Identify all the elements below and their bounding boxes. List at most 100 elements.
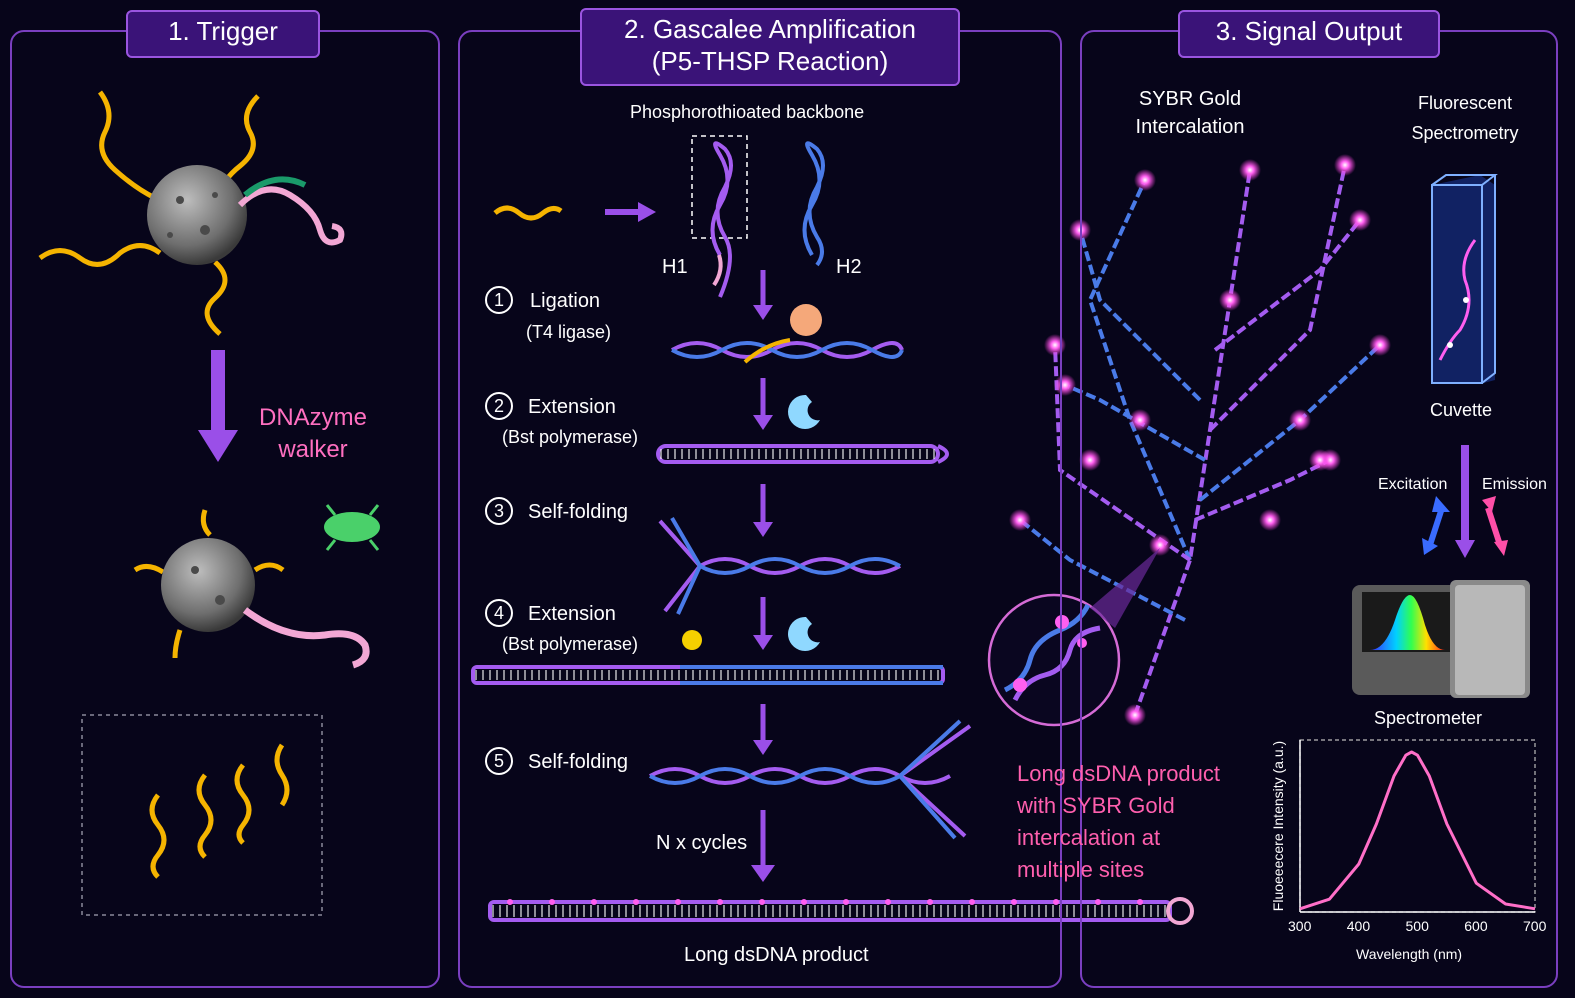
hairpin-h1 <box>710 141 733 298</box>
magnetic-bead-with-strands <box>38 90 345 336</box>
spectrometer-icon <box>1352 580 1530 698</box>
step-1-enzyme: (T4 ligase) <box>526 322 612 342</box>
panel-trigger <box>10 30 440 988</box>
x-tick-label: 400 <box>1346 918 1371 934</box>
sybr-glow-dot <box>1124 704 1146 726</box>
phosphorothioate-box <box>691 135 748 239</box>
dna-branch <box>1018 518 1186 622</box>
fluor-line1: Fluorescent <box>1417 93 1513 113</box>
step-1-name: Ligation <box>530 290 601 312</box>
product-glow-dot <box>927 899 933 905</box>
hairpin-h2 <box>802 141 825 267</box>
product-glow-dot <box>549 899 555 905</box>
enzyme-icon <box>324 504 380 551</box>
sybr-glow-dot <box>1309 449 1331 471</box>
sybr-line2: Intercalation <box>1135 116 1245 138</box>
product-glow-dot <box>717 899 723 905</box>
sybr-glow-dot <box>1259 509 1281 531</box>
dna-branch <box>1208 164 1347 432</box>
dna-duplex-step1 <box>671 338 904 364</box>
x-tick-label: 500 <box>1405 918 1429 934</box>
trigger-strand <box>493 205 563 221</box>
cycles-label: N x cycles <box>656 832 748 854</box>
fluorescent-spectrometry-label: Fluorescent Spectrometry <box>1400 88 1530 148</box>
sybr-glow-dot <box>1369 334 1391 356</box>
product-note-line-3: intercalation at <box>1017 825 1161 850</box>
excitation-label: Excitation <box>1378 476 1448 493</box>
sybr-glow-dot <box>1219 289 1241 311</box>
sybr-glow-dot <box>1054 374 1076 396</box>
dna-duplex-step3 <box>658 516 901 615</box>
dna-duplex-step4 <box>471 665 945 685</box>
product-glow-dot <box>969 899 975 905</box>
walker-bead <box>133 509 370 669</box>
dna-branch <box>1064 383 1206 462</box>
step-5-number: 5 <box>485 747 513 775</box>
fluor-line2: Spectrometry <box>1411 123 1519 143</box>
sybr-glow-dot <box>1334 154 1356 176</box>
product-note-line-2: with SYBR Gold <box>1017 793 1175 818</box>
chart-y-label: Fluoeeecere Intensity (a.u.) <box>1270 740 1286 912</box>
product-glow-dot <box>801 899 807 905</box>
hairpin-h1-label: H1 <box>662 256 688 278</box>
sybr-glow-dot <box>1079 449 1101 471</box>
sybr-glow-dot <box>1289 409 1311 431</box>
released-strands <box>149 743 290 879</box>
dna-duplex-step5 <box>649 719 972 840</box>
cuvette-icon <box>1431 174 1498 384</box>
step-2-enzyme: (Bst polymerase) <box>502 427 639 447</box>
product-glow-dot <box>885 899 891 905</box>
product-glow-dot <box>1095 899 1101 905</box>
released-strands-box <box>81 714 323 916</box>
hairpin-h2-label: H2 <box>836 256 862 278</box>
product-label: Long dsDNA product <box>684 944 869 966</box>
bst-polymerase-icon-2 <box>788 616 820 651</box>
product-glow-dot <box>591 899 597 905</box>
dna-branch <box>1213 218 1362 352</box>
product-glow-dot <box>759 899 765 905</box>
product-note-line-1: Long dsDNA product <box>1017 761 1221 786</box>
step-2-name: Extension <box>528 396 616 418</box>
amplification-title-line1: 2. Gascalee Amplification <box>624 14 916 44</box>
sybr-glow-dot <box>1009 509 1031 531</box>
cuvette-label: Cuvette <box>1430 400 1493 420</box>
bst-polymerase-icon <box>788 394 820 429</box>
step-3-number: 3 <box>485 497 513 525</box>
step-4-enzyme: (Bst polymerase) <box>502 634 639 654</box>
excitation-arrow <box>1422 496 1450 555</box>
product-glow-dot <box>675 899 681 905</box>
chart-y-label-wrap: Fluoeeecere Intensity (a.u.) <box>1262 740 1292 912</box>
x-tick-label: 300 <box>1288 918 1312 934</box>
chart-x-label: Wavelength (nm) <box>1356 946 1463 962</box>
product-glow-dot <box>1011 899 1017 905</box>
product-glow-dot <box>1137 899 1143 905</box>
sybr-glow-dot <box>1149 534 1171 556</box>
dna-branch <box>1078 229 1202 402</box>
walker-label-line1: DNAzyme <box>258 404 367 431</box>
walker-label-line2: walker <box>278 436 348 463</box>
spectrum-line <box>1299 750 1536 911</box>
sybr-glow-dot <box>1349 209 1371 231</box>
product-glow-dot <box>1053 899 1059 905</box>
step-4-name: Extension <box>528 603 616 625</box>
step-5-name: Self-folding <box>528 751 629 773</box>
nucleotide-icon <box>682 630 702 650</box>
sybr-glow-dot <box>1129 409 1151 431</box>
x-tick-label: 600 <box>1464 918 1488 934</box>
product-glow-dot <box>843 899 849 905</box>
x-tick-label: 700 <box>1523 918 1547 934</box>
step-2-number: 2 <box>485 392 513 420</box>
product-glow-dot <box>507 899 513 905</box>
long-dsdna-product <box>488 897 1194 925</box>
step-4-number: 4 <box>485 599 513 627</box>
product-note: Long dsDNA product with SYBR Gold interc… <box>1017 758 1220 886</box>
panel-trigger-title: 1. Trigger <box>126 10 320 58</box>
step-3-name: Self-folding <box>528 501 629 523</box>
dna-duplex-step2 <box>656 444 949 464</box>
step-1-number: 1 <box>485 286 513 314</box>
panel-amplification-title: 2. Gascalee Amplification (P5-THSP React… <box>580 8 960 86</box>
dna-tree-with-sybr-gold <box>1009 154 1391 726</box>
dnazyme-walker-label: DNAzyme walker <box>249 402 377 466</box>
spectrometer-label: Spectrometer <box>1374 708 1483 728</box>
